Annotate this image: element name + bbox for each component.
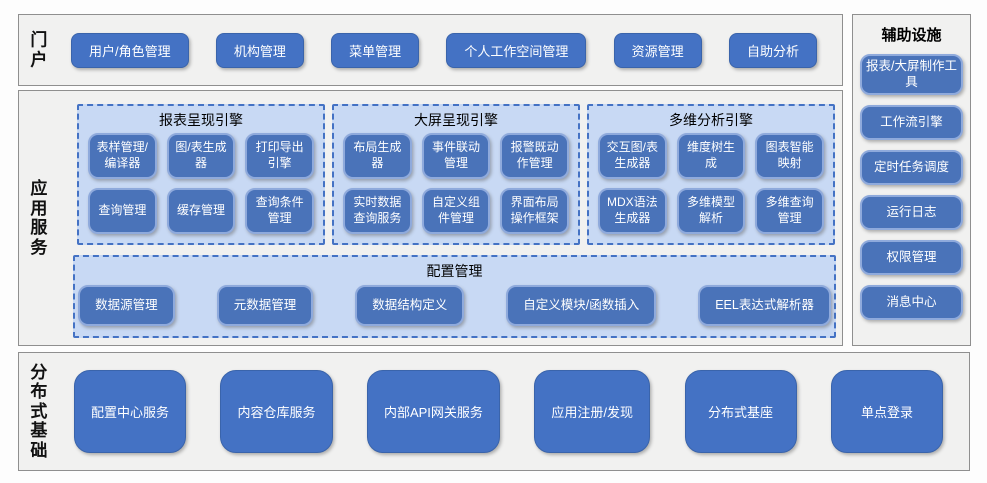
- config-button-metadata-mgmt[interactable]: 元数据管理: [216, 285, 314, 326]
- foundation-section: 分布式基础 配置中心服务 内容仓库服务 内部API网关服务 应用注册/发现 分布…: [18, 352, 970, 471]
- aux-button-permission-mgmt[interactable]: 权限管理: [860, 239, 963, 275]
- foundation-button-distributed-base[interactable]: 分布式基座: [684, 370, 797, 453]
- config-button-custom-module-function[interactable]: 自定义模块/函数插入: [506, 285, 657, 326]
- aux-button-scheduled-tasks[interactable]: 定时任务调度: [860, 149, 963, 185]
- report-engine-button-print-export[interactable]: 打印导出引擎: [245, 133, 314, 179]
- foundation-button-internal-api-gateway[interactable]: 内部API网关服务: [366, 370, 500, 453]
- portal-button-workspace-mgmt[interactable]: 个人工作空间管理: [446, 32, 587, 68]
- portal-section-label: 门户: [30, 30, 48, 69]
- report-engine-grid: 表样管理/编译器 图/表生成器 打印导出引擎 查询管理 缓存管理 查询条件管理: [88, 133, 314, 234]
- auxiliary-button-column: 报表/大屏制作工具 工作流引擎 定时任务调度 运行日志 权限管理 消息中心: [853, 54, 970, 320]
- report-engine-button-query-condition-mgmt[interactable]: 查询条件管理: [245, 188, 314, 234]
- report-engine-button-cache-mgmt[interactable]: 缓存管理: [166, 188, 236, 234]
- foundation-button-content-repository[interactable]: 内容仓库服务: [220, 370, 333, 453]
- config-mgmt-row: 数据源管理 元数据管理 数据结构定义 自定义模块/函数插入 EEL表达式解析器: [78, 283, 831, 328]
- dashboard-engine-panel: 大屏呈现引擎 布局生成器 事件联动管理 报警既动作管理 实时数据查询服务 自定义…: [332, 104, 580, 245]
- dashboard-engine-button-event-linkage[interactable]: 事件联动管理: [421, 133, 491, 179]
- aux-button-run-logs[interactable]: 运行日志: [860, 194, 963, 230]
- olap-engine-button-mdx-generator[interactable]: MDX语法生成器: [598, 188, 667, 234]
- dashboard-engine-button-ui-layout-framework[interactable]: 界面布局操作框架: [500, 188, 569, 234]
- olap-engine-title: 多维分析引擎: [669, 112, 753, 128]
- dashboard-engine-button-alarm-action-mgmt[interactable]: 报警既动作管理: [500, 133, 569, 179]
- portal-section: 门户 用户/角色管理 机构管理 菜单管理 个人工作空间管理 资源管理 自助分析: [18, 14, 843, 86]
- foundation-button-app-registry-discovery[interactable]: 应用注册/发现: [534, 370, 651, 453]
- config-button-eel-expression-parser[interactable]: EEL表达式解析器: [698, 285, 831, 326]
- aux-button-report-dashboard-tool[interactable]: 报表/大屏制作工具: [860, 54, 963, 95]
- config-button-data-structure[interactable]: 数据结构定义: [355, 285, 465, 326]
- portal-button-resource-mgmt[interactable]: 资源管理: [613, 32, 702, 68]
- dashboard-engine-button-custom-component[interactable]: 自定义组件管理: [421, 188, 491, 234]
- app-services-section: 应用服务 报表呈现引擎 表样管理/编译器 图/表生成器 打印导出引擎 查询管理 …: [18, 90, 843, 346]
- dashboard-engine-button-layout-generator[interactable]: 布局生成器: [343, 133, 412, 179]
- dashboard-engine-grid: 布局生成器 事件联动管理 报警既动作管理 实时数据查询服务 自定义组件管理 界面…: [343, 133, 569, 234]
- olap-engine-button-multidim-query-mgmt[interactable]: 多维查询管理: [755, 188, 824, 234]
- app-services-section-label: 应用服务: [30, 178, 48, 257]
- engine-row: 报表呈现引擎 表样管理/编译器 图/表生成器 打印导出引擎 查询管理 缓存管理 …: [77, 104, 835, 245]
- olap-engine-grid: 交互图/表生成器 维度树生成 图表智能映射 MDX语法生成器 多维模型解析 多维…: [598, 133, 824, 234]
- olap-engine-button-dimension-tree[interactable]: 维度树生成: [676, 133, 746, 179]
- report-engine-button-chart-table-generator[interactable]: 图/表生成器: [166, 133, 236, 179]
- olap-engine-button-interactive-chart-generator[interactable]: 交互图/表生成器: [598, 133, 667, 179]
- portal-button-user-role-mgmt[interactable]: 用户/角色管理: [71, 32, 189, 68]
- auxiliary-section-label: 辅助设施: [881, 27, 942, 44]
- olap-engine-button-model-parsing[interactable]: 多维模型解析: [676, 188, 746, 234]
- config-button-datasource-mgmt[interactable]: 数据源管理: [78, 285, 175, 326]
- report-engine-button-query-mgmt[interactable]: 查询管理: [88, 188, 157, 234]
- portal-button-org-mgmt[interactable]: 机构管理: [215, 32, 304, 68]
- report-engine-panel: 报表呈现引擎 表样管理/编译器 图/表生成器 打印导出引擎 查询管理 缓存管理 …: [77, 104, 325, 245]
- config-mgmt-panel: 配置管理 数据源管理 元数据管理 数据结构定义 自定义模块/函数插入 EEL表达…: [73, 255, 836, 338]
- foundation-button-single-sign-on[interactable]: 单点登录: [830, 370, 943, 453]
- foundation-button-config-center[interactable]: 配置中心服务: [74, 370, 187, 453]
- aux-button-workflow-engine[interactable]: 工作流引擎: [860, 104, 963, 140]
- dashboard-engine-button-realtime-query[interactable]: 实时数据查询服务: [343, 188, 412, 234]
- report-engine-button-template-compiler[interactable]: 表样管理/编译器: [88, 133, 157, 179]
- aux-button-message-center[interactable]: 消息中心: [860, 284, 963, 320]
- auxiliary-section: 辅助设施 报表/大屏制作工具 工作流引擎 定时任务调度 运行日志 权限管理 消息…: [852, 14, 971, 346]
- config-mgmt-title: 配置管理: [426, 263, 483, 279]
- dashboard-engine-title: 大屏呈现引擎: [414, 112, 498, 128]
- portal-button-self-analysis[interactable]: 自助分析: [728, 32, 817, 68]
- olap-engine-button-smart-chart-mapping[interactable]: 图表智能映射: [755, 133, 824, 179]
- foundation-button-row: 配置中心服务 内容仓库服务 内部API网关服务 应用注册/发现 分布式基座 单点…: [74, 353, 943, 470]
- foundation-section-label: 分布式基础: [30, 362, 48, 460]
- olap-engine-panel: 多维分析引擎 交互图/表生成器 维度树生成 图表智能映射 MDX语法生成器 多维…: [587, 104, 835, 245]
- portal-button-row: 用户/角色管理 机构管理 菜单管理 个人工作空间管理 资源管理 自助分析: [71, 15, 817, 85]
- portal-button-menu-mgmt[interactable]: 菜单管理: [331, 32, 420, 68]
- report-engine-title: 报表呈现引擎: [159, 112, 243, 128]
